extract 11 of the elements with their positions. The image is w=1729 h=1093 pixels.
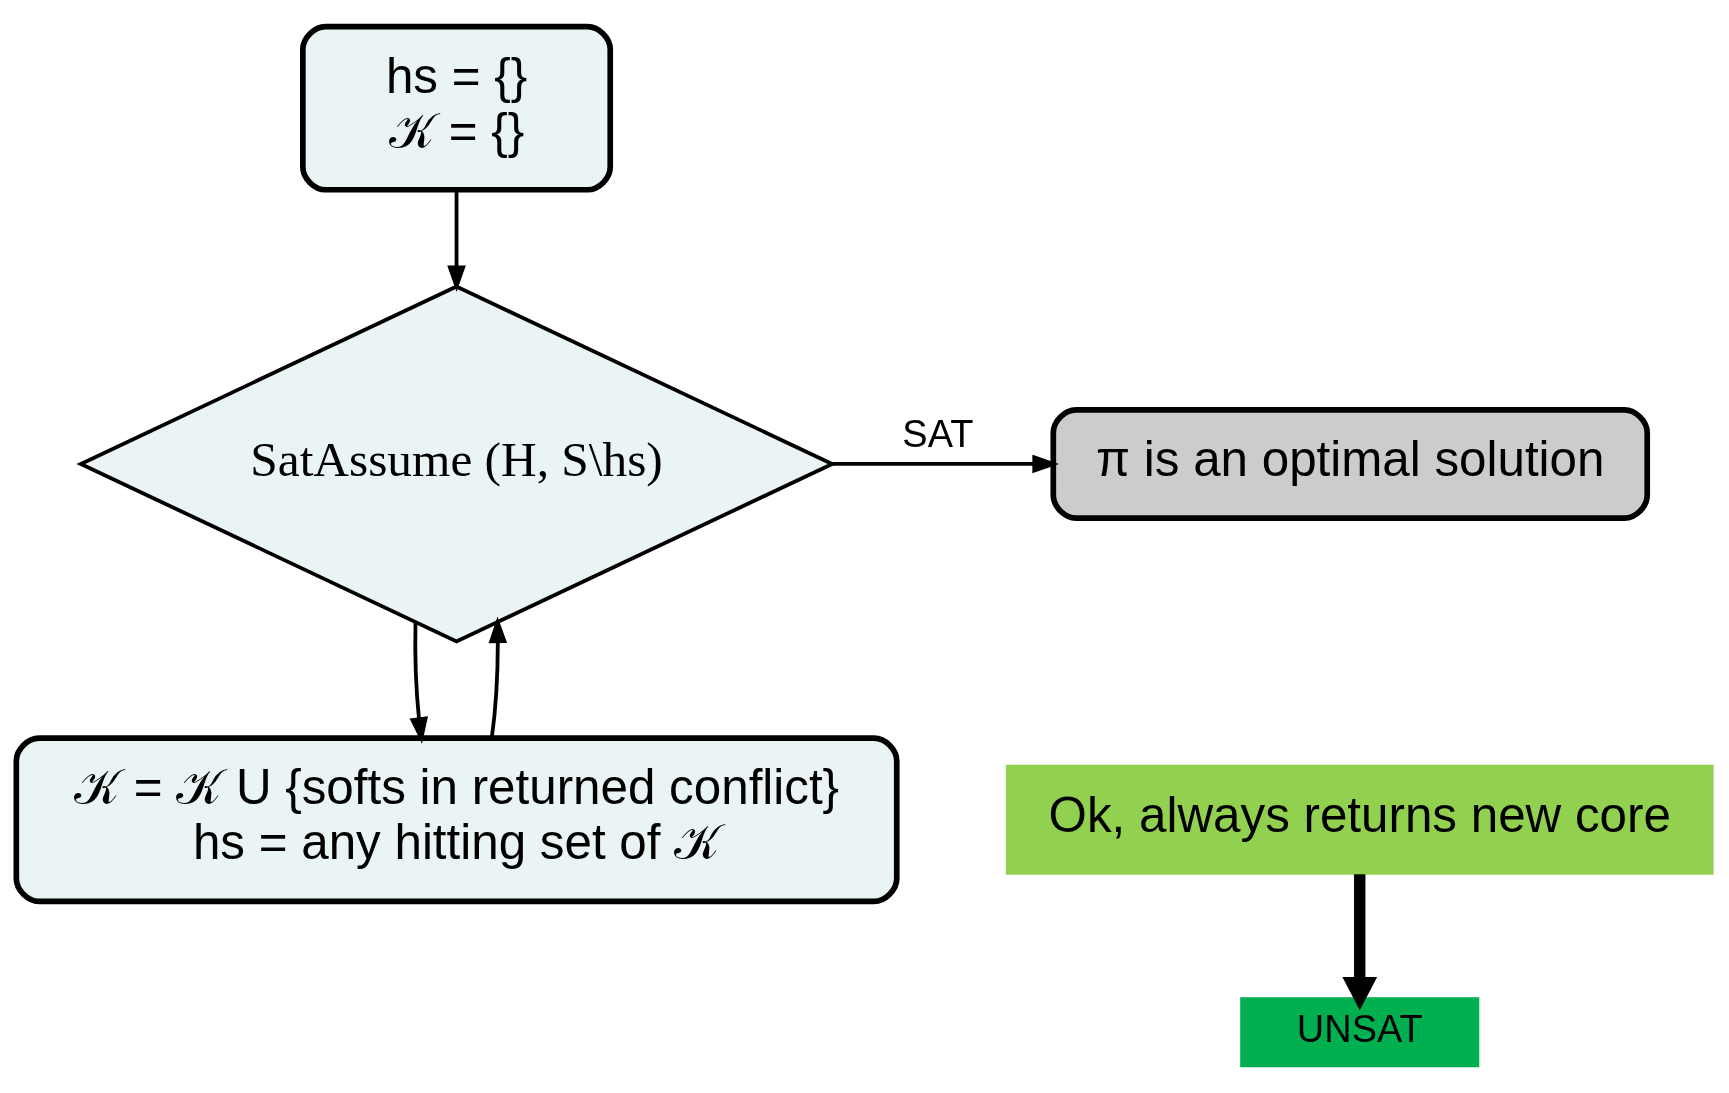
- node-box: π is an optimal solution: [1050, 407, 1651, 521]
- arrow: [832, 454, 1059, 474]
- arrow: [488, 616, 508, 739]
- arrow: [447, 189, 466, 292]
- edge-label: SAT: [902, 412, 973, 455]
- node-box: Ok, always returns new core: [1005, 764, 1714, 875]
- node-box: hs = {} 𝒦 = {}: [300, 23, 614, 193]
- arrow: [1342, 874, 1378, 1011]
- node-box: 𝒦 = 𝒦 U {softs in returned conflict} hs = any hitting set of 𝒦: [13, 735, 900, 905]
- arrow: [409, 622, 429, 744]
- node-box: UNSAT: [1240, 997, 1480, 1068]
